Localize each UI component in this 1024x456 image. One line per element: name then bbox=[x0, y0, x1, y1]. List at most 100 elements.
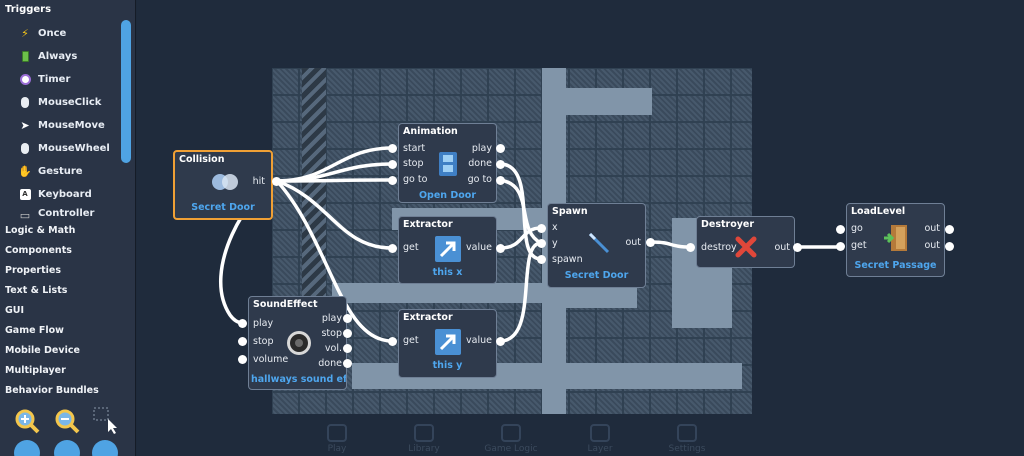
node-title: Animation bbox=[403, 126, 458, 137]
port-label: y bbox=[552, 238, 558, 249]
map-floor bbox=[332, 283, 542, 303]
trigger-gesture[interactable]: ✋ Gesture bbox=[18, 161, 118, 181]
trigger-label: Controller bbox=[38, 208, 95, 219]
nav-library[interactable]: Library bbox=[389, 424, 459, 454]
trigger-controller[interactable]: ▭ Controller bbox=[18, 208, 118, 222]
collision-icon bbox=[211, 173, 239, 195]
port-get[interactable] bbox=[388, 244, 397, 253]
map-tile bbox=[731, 176, 752, 203]
category-components[interactable]: Components bbox=[5, 245, 72, 256]
map-tile bbox=[380, 392, 407, 414]
port-done-out[interactable] bbox=[343, 359, 352, 368]
map-tile bbox=[704, 176, 731, 203]
port-get[interactable] bbox=[388, 337, 397, 346]
trigger-timer[interactable]: Timer bbox=[18, 69, 118, 89]
port-go[interactable] bbox=[836, 225, 845, 234]
nav-layer[interactable]: Layer bbox=[565, 424, 635, 454]
port-y[interactable] bbox=[537, 239, 546, 248]
port-stop-out[interactable] bbox=[343, 329, 352, 338]
port-value[interactable] bbox=[496, 337, 505, 346]
map-tile bbox=[488, 95, 515, 122]
trigger-once[interactable]: ⚡ Once bbox=[18, 23, 118, 43]
node-animation[interactable]: Animation start stop go to play done go … bbox=[398, 123, 497, 203]
node-spawn[interactable]: Spawn x y spawn out Secret Door bbox=[547, 203, 646, 288]
node-destroyer[interactable]: Destroyer destroy out bbox=[696, 216, 795, 268]
select-cursor-icon[interactable] bbox=[92, 406, 118, 434]
node-collision[interactable]: Collision hit Secret Door bbox=[173, 150, 273, 220]
port-stop-in[interactable] bbox=[238, 337, 247, 346]
zoom-out-icon[interactable] bbox=[54, 408, 80, 434]
port-play-out[interactable] bbox=[343, 314, 352, 323]
category-behavior-bundles[interactable]: Behavior Bundles bbox=[5, 385, 99, 396]
node-load-level[interactable]: LoadLevel go get out out Secret Passage bbox=[846, 203, 945, 277]
map-tile bbox=[704, 149, 731, 176]
node-subtitle: this y bbox=[432, 360, 463, 371]
port-hit[interactable] bbox=[272, 177, 281, 186]
door-exit-icon bbox=[883, 224, 909, 256]
port-x[interactable] bbox=[537, 224, 546, 233]
port-out[interactable] bbox=[945, 225, 954, 234]
port-goto-out[interactable] bbox=[496, 176, 505, 185]
trigger-label: MouseMove bbox=[38, 119, 105, 131]
trigger-mousemove[interactable]: ➤ MouseMove bbox=[18, 115, 118, 135]
map-tile bbox=[731, 392, 752, 414]
port-out[interactable] bbox=[793, 243, 802, 252]
trigger-mouseclick[interactable]: MouseClick bbox=[18, 92, 118, 112]
game-logic-icon bbox=[501, 424, 521, 442]
category-mobile-device[interactable]: Mobile Device bbox=[5, 345, 80, 356]
port-done[interactable] bbox=[496, 160, 505, 169]
zoom-in-icon[interactable] bbox=[14, 408, 40, 434]
node-title: SoundEffect bbox=[253, 299, 318, 310]
port-out[interactable] bbox=[646, 238, 655, 247]
nav-game-logic[interactable]: Game Logic bbox=[476, 424, 546, 454]
map-tile bbox=[704, 122, 731, 149]
port-destroy[interactable] bbox=[686, 243, 695, 252]
port-vol-out[interactable] bbox=[343, 344, 352, 353]
stop-tool-icon[interactable] bbox=[92, 440, 118, 456]
play-tool-icon[interactable] bbox=[14, 440, 40, 456]
port-start[interactable] bbox=[388, 144, 397, 153]
port-hit-label: hit bbox=[252, 176, 265, 187]
nav-settings[interactable]: Settings bbox=[652, 424, 722, 454]
category-gui[interactable]: GUI bbox=[5, 305, 25, 316]
port-stop[interactable] bbox=[388, 160, 397, 169]
port-goto-in[interactable] bbox=[388, 176, 397, 185]
map-tile bbox=[515, 68, 542, 95]
trigger-keyboard[interactable]: A Keyboard bbox=[18, 184, 118, 204]
map-tile bbox=[326, 392, 353, 414]
port-out[interactable] bbox=[945, 242, 954, 251]
node-title: Extractor bbox=[403, 312, 453, 323]
port-volume-in[interactable] bbox=[238, 355, 247, 364]
category-properties[interactable]: Properties bbox=[5, 265, 61, 276]
trigger-label: Always bbox=[38, 50, 78, 62]
port-get[interactable] bbox=[836, 242, 845, 251]
port-label: go bbox=[851, 223, 863, 234]
port-play-in[interactable] bbox=[238, 319, 247, 328]
port-value[interactable] bbox=[496, 244, 505, 253]
map-tile bbox=[272, 95, 299, 122]
sidebar-scrollbar[interactable] bbox=[121, 20, 131, 163]
node-sound-effect[interactable]: SoundEffect play stop volume play stop v… bbox=[248, 296, 347, 390]
port-play-out[interactable] bbox=[496, 144, 505, 153]
nav-play[interactable]: Play bbox=[302, 424, 372, 454]
category-multiplayer[interactable]: Multiplayer bbox=[5, 365, 66, 376]
map-tile bbox=[677, 149, 704, 176]
map-tile bbox=[596, 122, 623, 149]
book-tool-icon[interactable] bbox=[54, 440, 80, 456]
trigger-mousewheel[interactable]: MouseWheel bbox=[18, 138, 118, 158]
trigger-always[interactable]: Always bbox=[18, 46, 118, 66]
category-logic-math[interactable]: Logic & Math bbox=[5, 225, 76, 236]
node-extractor-y[interactable]: Extractor get value this y bbox=[398, 309, 497, 378]
map-tile bbox=[677, 68, 704, 95]
map-tile bbox=[272, 392, 299, 414]
node-subtitle: Secret Door bbox=[191, 202, 255, 213]
node-subtitle: hallways sound effe bbox=[251, 374, 346, 385]
node-extractor-x[interactable]: Extractor get value this x bbox=[398, 216, 497, 284]
port-spawn[interactable] bbox=[537, 255, 546, 264]
category-game-flow[interactable]: Game Flow bbox=[5, 325, 64, 336]
node-title: LoadLevel bbox=[851, 206, 906, 217]
map-tile bbox=[569, 392, 596, 414]
category-text-lists[interactable]: Text & Lists bbox=[5, 285, 68, 296]
port-label: out bbox=[924, 223, 940, 234]
